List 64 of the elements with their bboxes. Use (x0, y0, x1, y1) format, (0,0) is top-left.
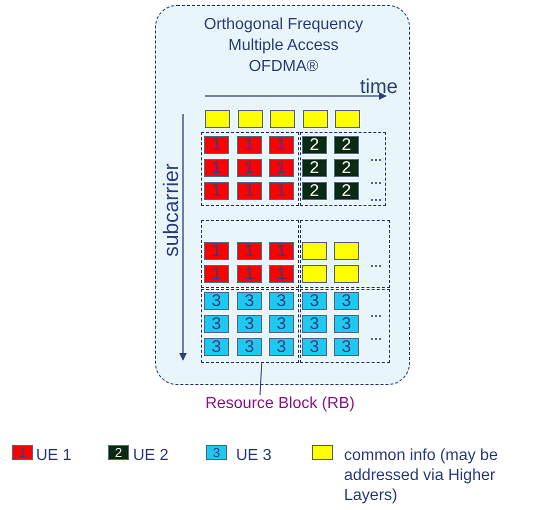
common-info-element (302, 264, 327, 283)
resource-element: 1 (236, 264, 262, 283)
resource-element: 3 (236, 338, 262, 356)
legend-text: UE 2 (133, 446, 169, 466)
resource-element: 2 (302, 182, 327, 200)
resource-element: 3 (236, 292, 262, 310)
resource-block-outline (200, 220, 298, 288)
resource-block-outline (300, 220, 390, 288)
resource-element: 2 (334, 136, 359, 154)
legend-text: UE 3 (236, 446, 272, 466)
common-info-element (302, 110, 328, 128)
resource-element: 3 (302, 314, 327, 333)
resource-block-outline (200, 288, 298, 362)
resource-element: 3 (204, 338, 229, 356)
axis-label: subcarrier (160, 163, 184, 257)
legend-digit: 2 (114, 446, 122, 459)
resource-element: 1 (236, 158, 262, 177)
resource-element: 2 (302, 136, 327, 154)
resource-element: 1 (204, 136, 229, 154)
resource-element: 3 (236, 314, 262, 333)
resource-element: 2 (302, 158, 327, 177)
resource-element: 3 (334, 292, 359, 310)
resource-element: 3 (302, 338, 327, 356)
legend-text: UE 1 (36, 446, 72, 466)
resource-element: 1 (204, 158, 229, 177)
resource-block-outline (300, 132, 386, 206)
resource-element: 3 (204, 292, 229, 310)
legend-digit: 3 (212, 446, 220, 459)
resource-element: 3 (334, 338, 359, 356)
resource-block-outline (300, 288, 390, 362)
resource-element: 1 (268, 136, 294, 154)
common-info-element (302, 242, 327, 260)
axis-label: time (360, 76, 398, 99)
resource-element: 1 (236, 182, 262, 200)
ofdma-panel (155, 5, 410, 385)
common-info-element (238, 110, 262, 128)
legend-text: common info (may be addressed via Higher Layers) (344, 446, 499, 506)
resource-element: 1 (204, 242, 229, 260)
resource-element: 2 (334, 182, 359, 200)
resource-element: 2 (334, 158, 359, 177)
resource-block-outline (200, 132, 298, 206)
legend-digit: 1 (18, 446, 26, 459)
panel-title: Orthogonal Frequency Multiple Access OFDMA® (202, 15, 364, 77)
resource-element: 1 (204, 264, 229, 283)
resource-element: 1 (236, 242, 262, 260)
common-info-element (334, 110, 360, 128)
resource-element: 1 (268, 158, 294, 177)
resource-element: 3 (268, 292, 294, 310)
resource-element: 1 (204, 182, 229, 200)
resource-element: 1 (268, 242, 294, 260)
common-info-element (334, 264, 359, 283)
common-info-element (204, 110, 230, 128)
resource-block-label: Resource Block (RB) (190, 395, 370, 417)
common-info-element (270, 110, 294, 128)
resource-element: 3 (302, 292, 327, 310)
resource-element: 3 (268, 338, 294, 356)
resource-element: 1 (268, 264, 294, 283)
resource-element: 3 (334, 314, 359, 333)
resource-element: 3 (204, 314, 229, 333)
resource-element: 1 (268, 182, 294, 200)
common-info-element (334, 242, 359, 260)
leader-line (260, 362, 262, 396)
resource-element: 3 (268, 314, 294, 333)
resource-element: 1 (236, 136, 262, 154)
